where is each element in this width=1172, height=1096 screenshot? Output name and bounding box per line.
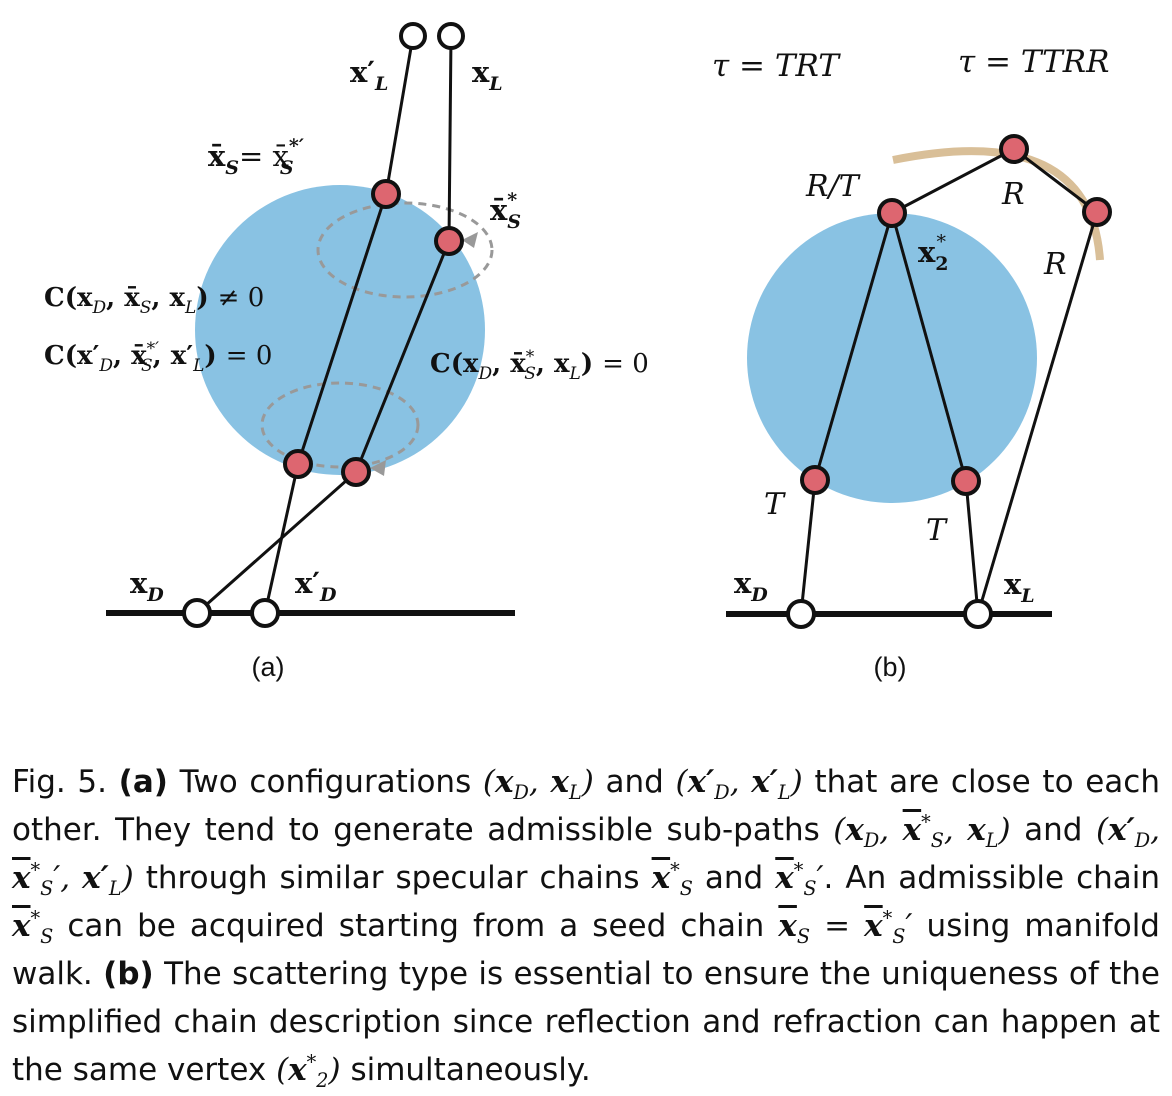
panel-a: x′L xL x̄S= x̄*′S x̄*S C(xD, x̄S, xL) ≠ … <box>44 22 649 682</box>
figure-5-diagram: x′L xL x̄S= x̄*′S x̄*S C(xD, x̄S, xL) ≠ … <box>44 22 1112 682</box>
vertex-t-right <box>951 466 981 496</box>
label-x-s-star: x̄*S <box>490 189 521 233</box>
light-point-b <box>963 599 993 629</box>
caption-a-text-4: and <box>1024 812 1083 848</box>
caption-a-text-1: Two configurations <box>179 764 472 800</box>
arrow-head-bottom <box>370 460 386 476</box>
caption-fig-number: Fig. 5. <box>12 764 107 800</box>
label-r-top: R <box>1001 177 1025 212</box>
vertex-r-top <box>999 134 1029 164</box>
label-constraint-3: C(xD, x̄*S, xL) = 0 <box>430 347 649 384</box>
caption-a-text-8: can be acquired starting from a seed cha… <box>67 908 765 944</box>
dashed-loop-bottom <box>260 381 420 469</box>
label-x-l: xL <box>472 55 503 95</box>
panel-b: τ = TRT τ = TTRR R/T R R x2* T T xD xL (… <box>712 44 1112 682</box>
vertex-r-over-t <box>877 198 907 228</box>
light-point <box>437 22 465 50</box>
panel-b-caption: (b) <box>874 652 907 682</box>
label-tau-2: τ = TTRR <box>958 44 1109 80</box>
label-r-over-t: R/T <box>805 169 861 204</box>
label-x-d: xD <box>130 566 164 606</box>
vertex-seed-top <box>371 179 401 209</box>
caption-a-text-2: and <box>605 764 664 800</box>
sphere-a <box>195 185 485 475</box>
label-constraint-1: C(xD, x̄S, xL) ≠ 0 <box>44 283 264 318</box>
diffuse-point-b <box>786 599 816 629</box>
label-r-right: R <box>1043 247 1067 282</box>
dashed-loop-top <box>316 201 494 299</box>
vertex-r-right <box>1082 197 1112 227</box>
diffuse-point-prime <box>250 598 280 628</box>
caption-a-text-7: . An admissible chain <box>823 860 1161 896</box>
label-seed-chain: x̄S= x̄*′S <box>208 135 304 179</box>
label-t-left: T <box>764 487 786 522</box>
arrow-head-top <box>462 232 478 248</box>
sphere-b <box>747 213 1037 503</box>
path-ttrr <box>891 147 1099 615</box>
label-tau-1: τ = TRT <box>712 48 841 84</box>
caption-a-text-3: that are close to each other. They tend … <box>12 764 1160 848</box>
label-t-right: T <box>926 513 948 548</box>
vertex-seed-bottom <box>283 449 313 479</box>
path-admissible <box>196 35 453 615</box>
caption-a-text-5: through similar specular chains <box>145 860 640 896</box>
caption-b-text-end: simultaneously. <box>350 1052 591 1088</box>
caption-a-text-6: and <box>704 860 764 896</box>
caption-b-text: The scattering type is essential to ensu… <box>12 956 1161 1088</box>
caption-a-text-9: using manifold walk. <box>12 908 1160 992</box>
diffuse-point <box>182 598 212 628</box>
vertex-admissible-bottom <box>341 457 371 487</box>
vertex-admissible-top <box>434 226 464 256</box>
vertex-t-left <box>800 465 830 495</box>
figure-caption: Fig. 5. (a) Two configurations (xD, xL) … <box>12 764 1161 1093</box>
label-x-d-prime: x′D <box>295 566 337 606</box>
label-x2-star: x2* <box>918 231 949 275</box>
panel-a-caption: (a) <box>252 652 285 682</box>
label-x-l-prime: x′L <box>350 55 388 95</box>
caption-b-label: (b) <box>103 956 154 992</box>
light-point-prime <box>399 22 427 50</box>
caption-a-label: (a) <box>118 764 168 800</box>
label-constraint-2: C(x′D, x̄*′S, x′L) = 0 <box>44 339 272 376</box>
label-x-l-b: xL <box>1004 567 1035 607</box>
label-x-d-b: xD <box>734 566 768 606</box>
